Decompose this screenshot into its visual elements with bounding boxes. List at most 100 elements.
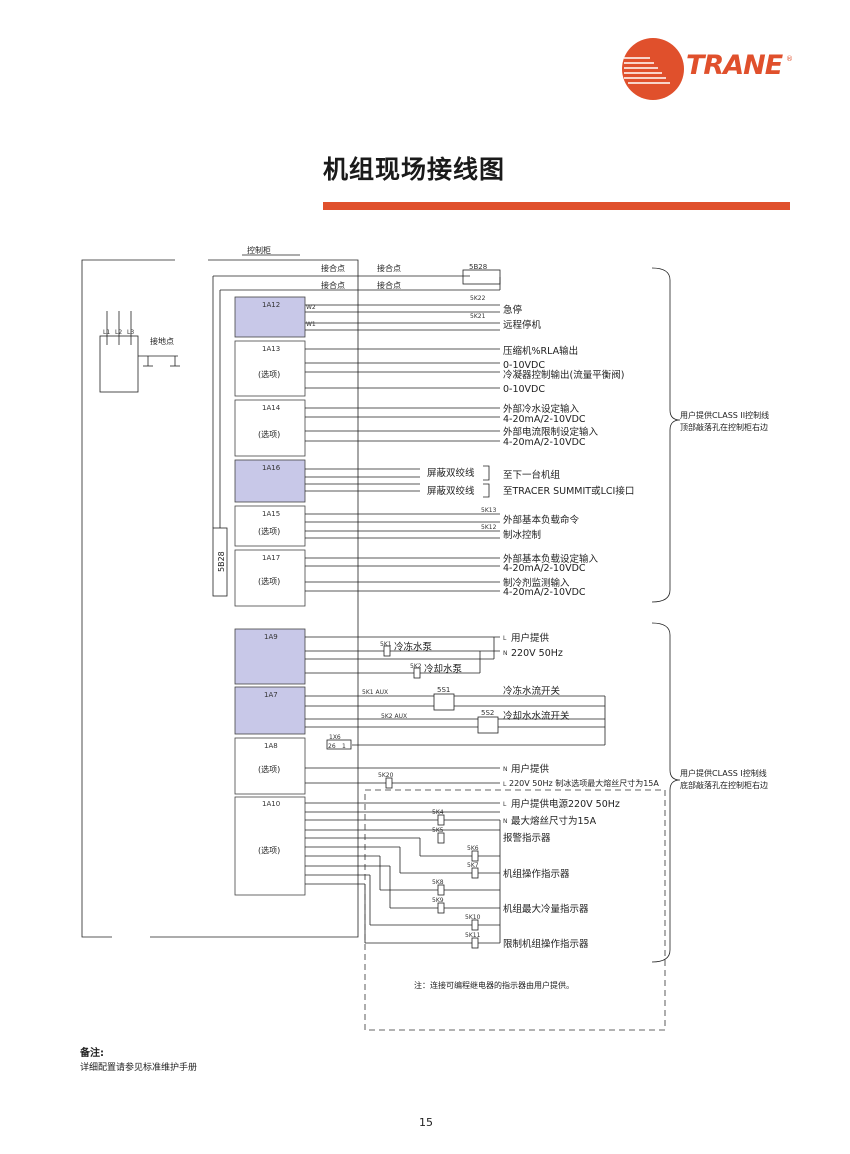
contact-point-label-2: 接合点 [377, 263, 401, 273]
signal-estop: 急停 [503, 304, 523, 316]
component-5k21: 5K21 [470, 313, 486, 320]
module-1a17-optional: (选项) [258, 576, 280, 586]
signal-max-capacity: 机组最大冷量指示器 [503, 903, 589, 915]
registered-mark: ® [786, 55, 793, 63]
class2-line1: 用户提供CLASS II控制线 [680, 410, 769, 420]
title-underline [323, 202, 790, 210]
signal-operating: 机组操作指示器 [503, 868, 570, 880]
component-1x6: 1X6 [329, 734, 341, 741]
component-5k22: 5K22 [470, 295, 486, 302]
signal-chw-pump: 冷冻水泵 [394, 641, 433, 653]
component-5k7: 5K7 [467, 862, 479, 869]
class2-line2: 顶部敲落孔在控制柜右边 [680, 422, 768, 432]
pin-w1: W1 [306, 321, 316, 328]
signal-base-load-set: 外部基本负载设定输入 [503, 553, 599, 565]
signal-220v-b: 220V 50Hz 制冰选项最大熔丝尺寸为15A [509, 778, 659, 788]
component-5k2-aux: 5K2 AUX [381, 713, 407, 720]
component-5k5: 5K5 [432, 827, 444, 834]
component-5k1: 5K1 [380, 641, 392, 648]
signal-n-c: N [503, 818, 508, 825]
signal-cw-flow: 冷却水水流开关 [503, 710, 570, 722]
module-1a9-label: 1A9 [264, 633, 278, 641]
signal-ice-control: 制冰控制 [503, 529, 541, 541]
signal-4-20ma-b: 4-20mA/2-10VDC [503, 437, 586, 448]
signal-remote-stop: 远程停机 [503, 319, 542, 331]
component-5k9: 5K9 [432, 897, 444, 904]
module-1a16-label: 1A16 [262, 464, 281, 472]
signal-0-10vdc-a: 0-10VDC [503, 360, 545, 371]
signal-limit-op: 限制机组操作指示器 [503, 938, 589, 950]
signal-base-load-cmd: 外部基本负载命令 [503, 514, 580, 526]
module-1a15-label: 1A15 [262, 510, 280, 518]
signal-4-20ma-d: 4-20mA/2-10VDC [503, 587, 586, 598]
module-1a8-label: 1A8 [264, 742, 278, 750]
component-5k10: 5K10 [465, 914, 481, 921]
relay-note: 注：连接可编程继电器的指示器由用户提供。 [414, 980, 574, 990]
component-5b28: 5B28 [469, 263, 487, 271]
signal-condenser: 冷凝器控制输出(流量平衡阀) [503, 369, 624, 381]
component-5k11: 5K11 [465, 932, 481, 939]
component-5k4: 5K4 [432, 809, 444, 816]
module-1a13-optional: (选项) [258, 369, 280, 379]
wiring-diagram: 控制柜 接合点 接合点 接合点 接合点 接地点 L1 L2 L3 5B28 1A… [81, 245, 769, 1031]
signal-4-20ma-c: 4-20mA/2-10VDC [503, 563, 586, 574]
module-1a14-label: 1A14 [262, 404, 281, 412]
contact-point-label-4: 接合点 [377, 280, 401, 290]
signal-0-10vdc-b: 0-10VDC [503, 384, 545, 395]
signal-rla: 压缩机%RLA输出 [503, 345, 578, 357]
signal-current-limit: 外部电流限制设定输入 [503, 426, 599, 438]
contact-point-label-1: 接合点 [321, 263, 345, 273]
component-5k8: 5K8 [432, 879, 444, 886]
signal-220v-a: 220V 50Hz [511, 648, 563, 659]
component-1x6-b: 1 [342, 743, 346, 750]
signal-tracer: 至TRACER SUMMIT或LCI接口 [503, 485, 634, 497]
signal-user-power: 用户提供电源220V 50Hz [511, 798, 620, 810]
signal-max-fuse: 最大熔丝尺寸为15A [511, 815, 597, 827]
component-5k1-aux: 5K1 AUX [362, 689, 388, 696]
signal-user-supply-b: 用户提供 [511, 763, 550, 775]
trane-logo-icon [622, 38, 684, 100]
component-5k2: 5K2 [410, 663, 422, 670]
module-1a12-label: 1A12 [262, 301, 280, 309]
module-1a10-label: 1A10 [262, 800, 280, 808]
module-1a14-optional: (选项) [258, 429, 280, 439]
signal-next-unit: 至下一台机组 [503, 469, 561, 481]
phase-l1: L1 [103, 329, 110, 336]
module-1a7-label: 1A7 [264, 691, 278, 699]
component-5s1: 5S1 [437, 686, 450, 694]
phase-l2: L2 [115, 329, 122, 336]
class1-line1: 用户提供CLASS I控制线 [680, 768, 767, 778]
component-5s2: 5S2 [481, 709, 494, 717]
module-1a13-label: 1A13 [262, 345, 280, 353]
signal-alarm: 报警指示器 [503, 832, 551, 844]
page-title: 机组现场接线图 [323, 155, 506, 184]
signal-twisted-b: 屏蔽双绞线 [427, 485, 475, 497]
class1-line2: 底部敲落孔在控制柜右边 [680, 780, 768, 790]
component-5k6: 5K6 [467, 845, 479, 852]
signal-chw-flow: 冷冻水流开关 [503, 685, 561, 697]
signal-l-c: L [503, 801, 507, 808]
signal-refrigerant: 制冷剂监测输入 [503, 577, 570, 589]
signal-cw-pump: 冷却水泵 [424, 663, 463, 675]
module-1a10-optional: (选项) [258, 845, 280, 855]
cabinet-label: 控制柜 [247, 245, 271, 255]
module-1a8-optional: (选项) [258, 764, 280, 774]
signal-4-20ma-a: 4-20mA/2-10VDC [503, 414, 586, 425]
signal-l-a: L [503, 635, 507, 642]
signal-n-b: N [503, 766, 508, 773]
contact-point-label-3: 接合点 [321, 280, 345, 290]
signal-n-a: N [503, 650, 508, 657]
signal-l-b: L [503, 781, 507, 788]
module-1a17-label: 1A17 [262, 554, 280, 562]
vertical-module-label: 5B28 [217, 551, 226, 572]
phase-l3: L3 [127, 329, 134, 336]
ground-point-label: 接地点 [150, 336, 174, 346]
component-5k12: 5K12 [481, 524, 497, 531]
notes-body: 详细配置请参见标准维护手册 [80, 1063, 198, 1073]
brand-logo-text: TRANE [686, 50, 783, 81]
signal-user-supply-a: 用户提供 [511, 632, 550, 644]
module-1a15-optional: (选项) [258, 526, 280, 536]
component-5k13: 5K13 [481, 507, 497, 514]
signal-twisted-a: 屏蔽双绞线 [427, 467, 475, 479]
notes-heading: 备注: [80, 1048, 104, 1059]
